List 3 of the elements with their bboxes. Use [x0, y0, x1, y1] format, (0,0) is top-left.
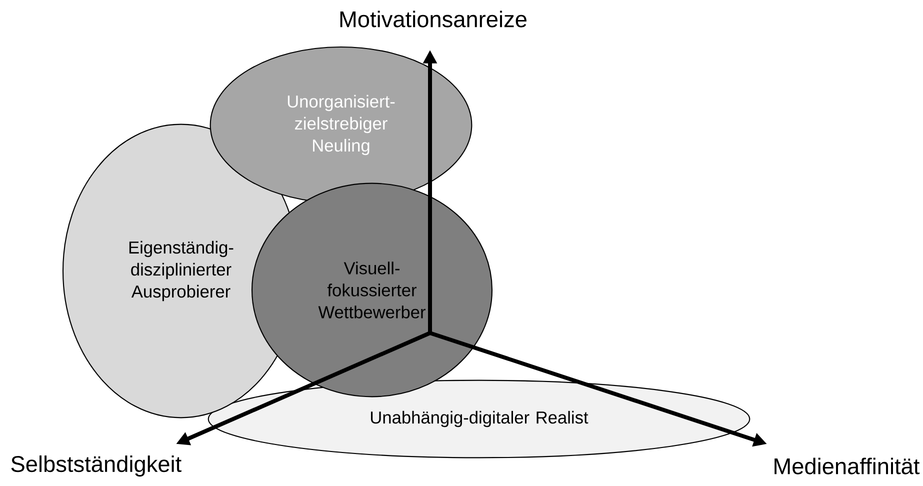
axis-label: Medienaffinität [774, 458, 920, 474]
axis-label: Motivationsanreize [340, 10, 526, 28]
axis-label: Selbstständigkeit [11, 455, 182, 477]
